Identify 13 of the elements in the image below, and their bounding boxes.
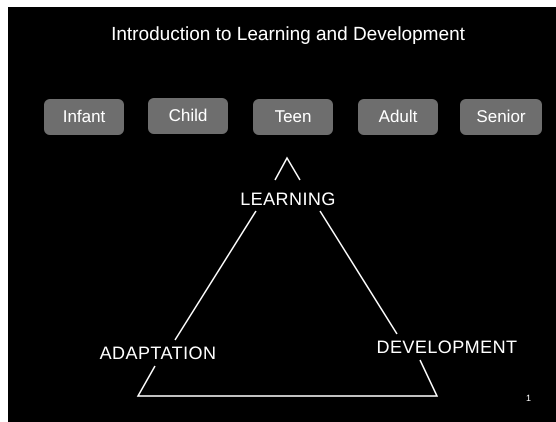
stage-box: Adult: [358, 99, 438, 135]
stage-box: Infant: [44, 99, 124, 135]
concept-label: ADAPTATION: [78, 340, 238, 366]
triangle-side: [319, 210, 398, 334]
stage-box: Senior: [460, 99, 542, 135]
concept-label: LEARNING: [224, 187, 352, 211]
triangle-side: [136, 360, 438, 397]
triangle-side: [174, 210, 257, 340]
stage-box: Teen: [253, 99, 333, 135]
stage-box: Child: [148, 98, 228, 134]
concept-label: DEVELOPMENT: [350, 334, 544, 360]
title: Introduction to Learning and Development: [110, 23, 466, 47]
page-number: 1: [526, 392, 532, 405]
